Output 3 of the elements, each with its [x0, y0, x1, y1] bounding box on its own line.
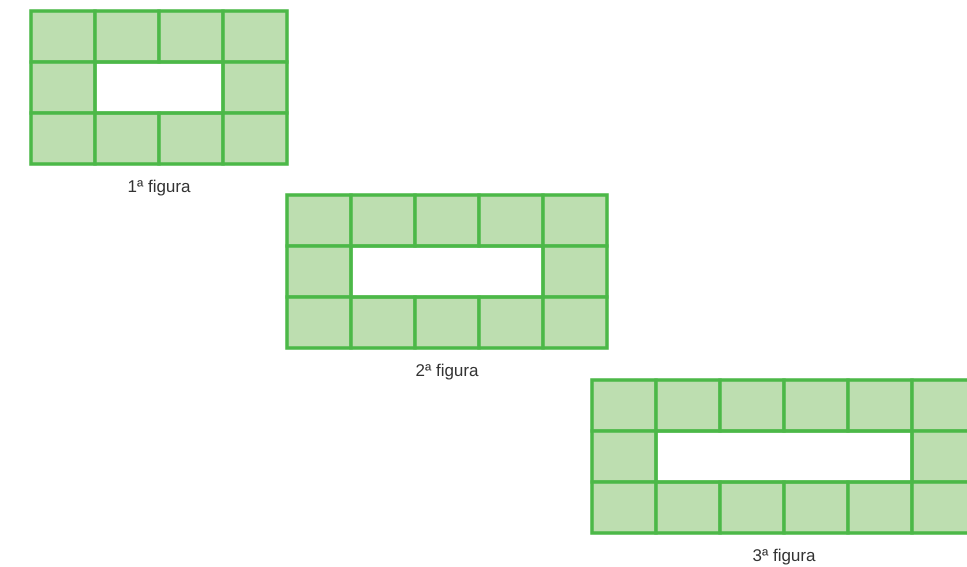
figure-caption: 1ª figura — [128, 177, 190, 197]
figure-caption: 3ª figura — [752, 546, 816, 566]
figure-caption: 2ª figura — [416, 361, 478, 381]
